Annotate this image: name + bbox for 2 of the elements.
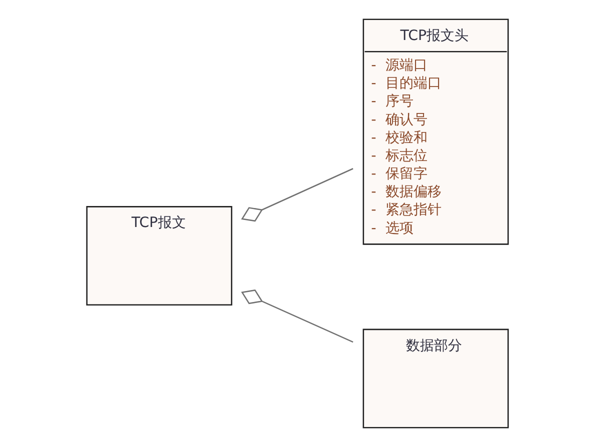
connector [240,168,353,222]
connector [240,289,353,342]
